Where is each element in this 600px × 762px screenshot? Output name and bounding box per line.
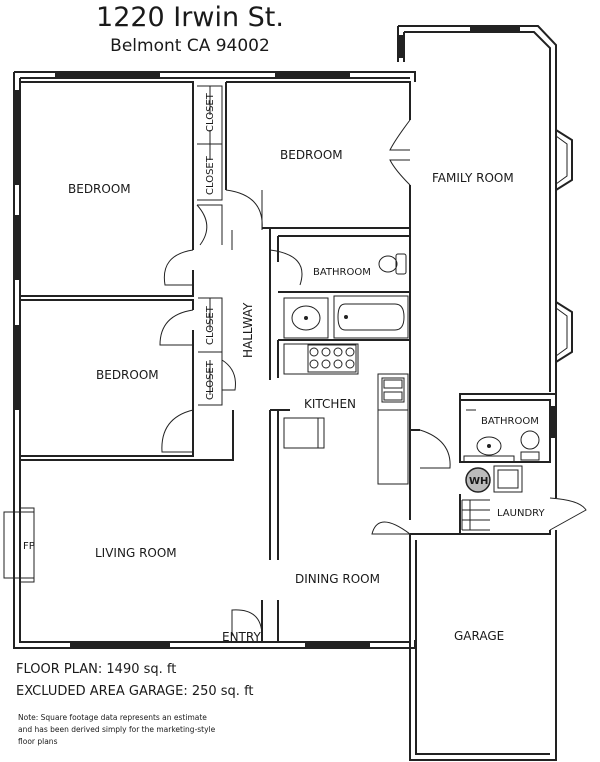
label-bathroom-main: BATHROOM bbox=[313, 267, 371, 278]
disclaimer-note: Note: Square footage data represents an … bbox=[18, 713, 216, 746]
label-bathroom-small: BATHROOM bbox=[481, 416, 539, 427]
label-closet-1: CLOSET bbox=[205, 92, 216, 132]
address-street: 1220 Irwin St. bbox=[96, 2, 284, 33]
label-family-room: FAMILY ROOM bbox=[432, 171, 514, 185]
label-bedroom-left: BEDROOM bbox=[68, 182, 131, 196]
garage-area: EXCLUDED AREA GARAGE: 250 sq. ft bbox=[16, 684, 254, 699]
floor-plan-area: FLOOR PLAN: 1490 sq. ft bbox=[16, 662, 177, 677]
label-bedroom-top: BEDROOM bbox=[280, 148, 343, 162]
label-entry: ENTRY bbox=[222, 630, 261, 644]
label-closet-2: CLOSET bbox=[205, 155, 216, 195]
label-closet-3: CLOSET bbox=[205, 305, 216, 345]
label-water-heater: WH bbox=[469, 476, 488, 487]
label-laundry: LAUNDRY bbox=[497, 508, 545, 519]
label-closet-4: CLOSET bbox=[205, 360, 216, 400]
label-dining-room: DINING ROOM bbox=[295, 572, 380, 586]
label-hallway: HALLWAY bbox=[241, 302, 255, 358]
stove-burners bbox=[309, 347, 355, 369]
label-fireplace: FP bbox=[23, 541, 35, 552]
address-city: Belmont CA 94002 bbox=[110, 36, 270, 56]
label-kitchen: KITCHEN bbox=[304, 397, 356, 411]
label-living-room: LIVING ROOM bbox=[95, 546, 177, 560]
label-garage: GARAGE bbox=[454, 629, 504, 643]
label-bedroom-lower: BEDROOM bbox=[96, 368, 159, 382]
